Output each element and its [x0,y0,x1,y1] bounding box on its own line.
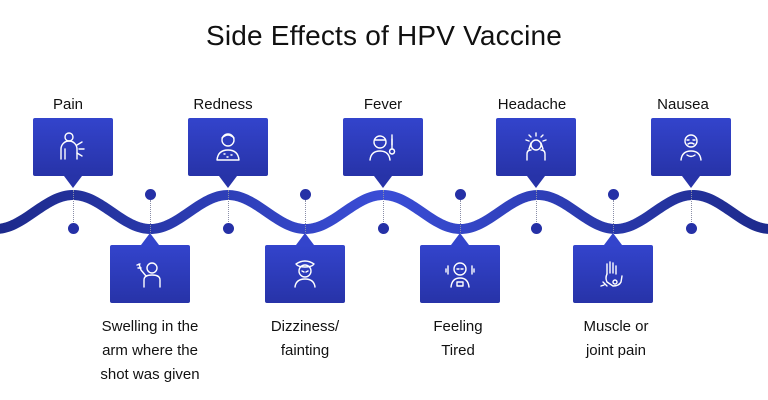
pointer-pain [64,176,82,188]
label-pain: Pain [52,96,84,113]
label-tired: Feeling Tired [433,318,483,359]
connector-pain [73,190,74,226]
dot-redness [223,223,234,234]
label-swelling: Swelling in the arm where the shot was g… [100,318,200,383]
shoulder-pain-icon [60,132,85,160]
arm-swelling-icon [136,262,161,288]
pointer-tired [451,233,469,245]
connector-joint-pain [613,200,614,234]
headache-icon [525,132,547,161]
connector-redness [228,190,229,226]
tired-person-icon [445,262,475,288]
page-title: Side Effects of HPV Vaccine [205,20,563,51]
label-fever: Fever [363,96,403,113]
joint-pain-icon [600,261,623,287]
pointer-swelling [141,233,159,245]
connector-nausea [691,190,692,226]
connector-headache [536,190,537,226]
dot-tired [455,189,466,200]
pointer-fever [374,176,392,188]
pointer-dizziness [296,233,314,245]
connector-fever [383,190,384,226]
label-nausea: Nausea [657,96,709,113]
dot-joint-pain [608,189,619,200]
dot-headache [531,223,542,234]
box-nausea [651,118,731,176]
nausea-icon [680,134,702,161]
fever-thermometer-icon [369,134,396,161]
connector-swelling [150,200,151,234]
box-headache [496,118,576,176]
dot-fever [378,223,389,234]
pointer-redness [219,176,237,188]
dot-pain [68,223,79,234]
label-headache: Headache [497,96,567,113]
box-tired [420,245,500,303]
connector-dizziness [305,200,306,234]
dizziness-icon [294,260,316,288]
dot-dizziness [300,189,311,200]
label-dizziness: Dizziness/ fainting [270,318,340,359]
pointer-joint-pain [604,233,622,245]
connector-tired [460,200,461,234]
pointer-nausea [682,176,700,188]
pointer-headache [527,176,545,188]
box-swelling [110,245,190,303]
box-pain [33,118,113,176]
box-redness [188,118,268,176]
box-fever [343,118,423,176]
box-dizziness [265,245,345,303]
label-joint-pain: Muscle or joint pain [583,318,649,359]
box-joint-pain [573,245,653,303]
dot-nausea [686,223,697,234]
wave-timeline [0,189,768,235]
dot-swelling [145,189,156,200]
label-redness: Redness [193,96,253,113]
person-redness-icon [216,133,240,161]
